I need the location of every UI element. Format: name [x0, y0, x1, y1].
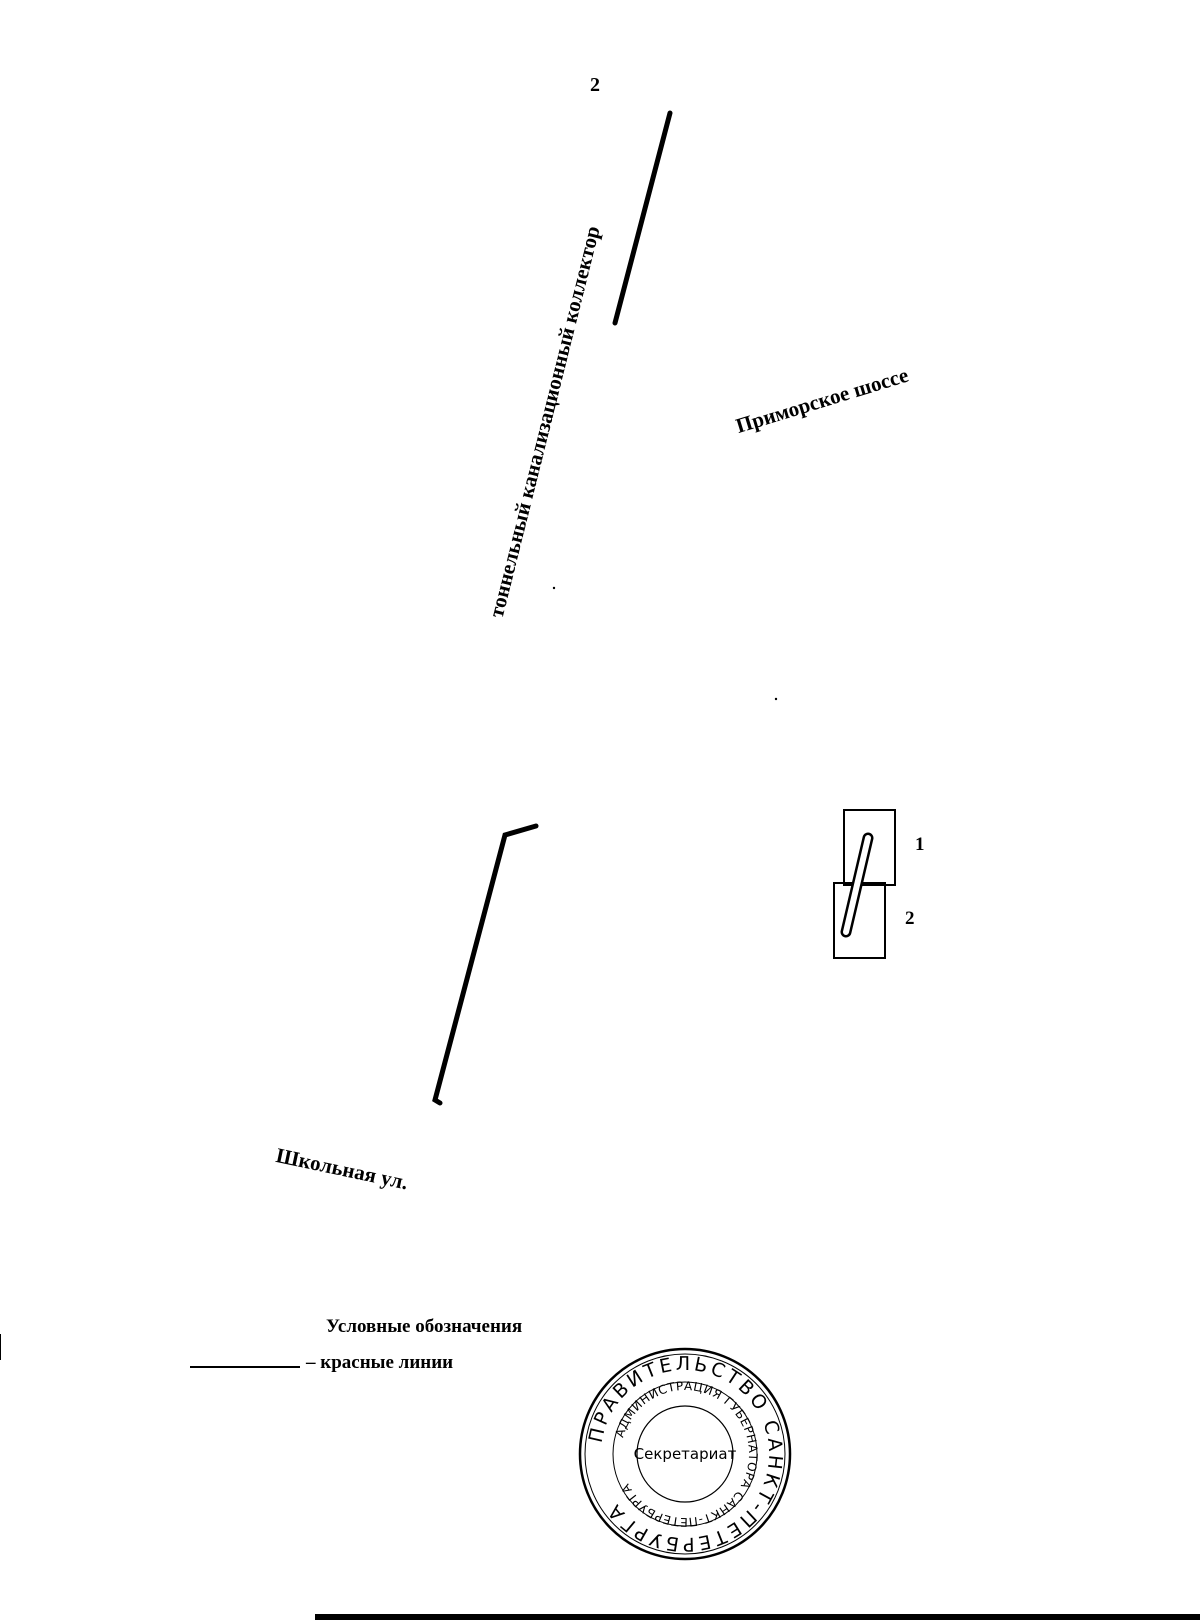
seal-center-text: Секретариат [634, 1445, 737, 1463]
legend-red-line-sample [190, 1366, 300, 1368]
legend-red-lines-label: – красные линии [306, 1352, 454, 1373]
margin-tick [0, 1334, 1, 1360]
map-dot [774, 697, 778, 701]
official-seal: ПРАВИТЕЛЬСТВО САНКТ-ПЕТЕРБУРГА АДМИНИСТР… [578, 1347, 792, 1561]
legend-title: Условные обозначения [326, 1316, 523, 1337]
sheet-index-inset [833, 809, 896, 959]
sheet-index-sheet-1 [843, 809, 896, 886]
red-line-upper [612, 110, 673, 326]
map-dot [552, 586, 556, 590]
red-line-lower [432, 823, 539, 1106]
bottom-rule [315, 1614, 1200, 1620]
sheet-index-label-1: 1 [915, 834, 925, 855]
sheet-index-line-inner [843, 835, 871, 935]
page-number: 2 [590, 74, 600, 96]
sheet-index-label-2: 2 [905, 908, 915, 929]
